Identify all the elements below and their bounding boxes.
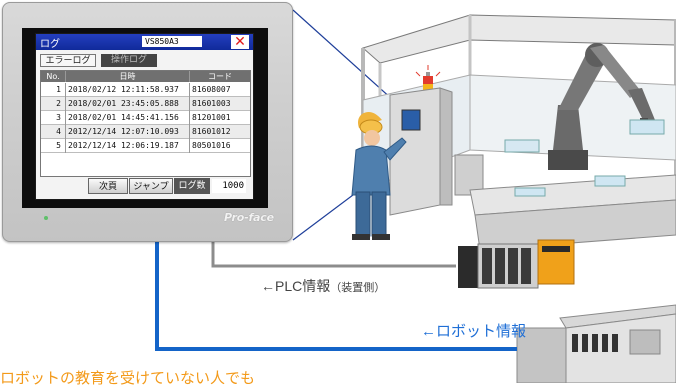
- table-row[interactable]: 4 2012/12/14 12:07:10.093 81601012: [41, 125, 250, 139]
- row-datetime: 2018/02/12 12:11:58.937: [65, 83, 189, 97]
- robot-connection-line: [155, 242, 517, 351]
- row-datetime: 2012/12/14 12:07:10.093: [65, 125, 189, 139]
- log-window: ログ VS850A3 ✕ エラーログ 操作ログ No. 日時 コード 1 201…: [35, 33, 254, 200]
- row-no: 4: [56, 127, 61, 136]
- plc-info-label: ←PLC情報（装置側）: [261, 276, 385, 296]
- row-code: 80501016: [189, 139, 250, 153]
- jump-button[interactable]: ジャンプ: [129, 178, 173, 194]
- log-count-label: ログ数: [174, 178, 210, 194]
- model-name: VS850A3: [142, 36, 202, 47]
- window-title: ログ: [40, 39, 60, 50]
- log-count-value: 1000: [212, 179, 246, 193]
- column-header-datetime: 日時: [65, 71, 189, 82]
- column-header-code: コード: [189, 71, 250, 82]
- next-page-button[interactable]: 次頁: [88, 178, 128, 194]
- row-code: 81601003: [189, 97, 250, 111]
- log-window-titlebar: ログ VS850A3 ✕: [36, 34, 253, 50]
- control-cabinet: [389, 87, 484, 216]
- row-no: 2: [56, 99, 61, 108]
- worker: [351, 112, 407, 240]
- tab-error-log[interactable]: エラーログ: [40, 54, 96, 67]
- row-no: 5: [56, 141, 61, 150]
- brand-logo: Pro-face: [224, 211, 274, 224]
- row-code: 81601012: [189, 125, 250, 139]
- power-led: [44, 216, 48, 220]
- tab-operation-log[interactable]: 操作ログ: [101, 54, 157, 67]
- row-no: 1: [56, 85, 61, 94]
- robot-info-label: ←ロボット情報: [421, 323, 527, 340]
- row-no: 3: [56, 113, 61, 122]
- conveyor: [469, 119, 676, 251]
- plc-side-text: （装置側）: [330, 282, 386, 294]
- plc-unit: [458, 239, 575, 289]
- robot-controller: [516, 304, 676, 383]
- row-code: 81201001: [189, 111, 250, 125]
- column-header-no: No.: [41, 71, 65, 82]
- table-row[interactable]: 2 2018/02/01 23:45:05.888 81601003: [41, 97, 250, 111]
- row-code: 81608007: [189, 83, 250, 97]
- bottom-caption: ロボットの教育を受けていない人でも: [0, 370, 256, 387]
- row-datetime: 2012/12/14 12:06:19.187: [65, 139, 189, 153]
- close-button[interactable]: ✕: [231, 35, 249, 49]
- log-table: No. 日時 コード 1 2018/02/12 12:11:58.937 816…: [40, 70, 251, 177]
- row-datetime: 2018/02/01 23:45:05.888: [65, 97, 189, 111]
- robot-arm: [548, 43, 655, 170]
- table-row[interactable]: 3 2018/02/01 14:45:41.156 81201001: [41, 111, 250, 125]
- table-row[interactable]: 1 2018/02/12 12:11:58.937 81608007: [41, 83, 250, 97]
- plc-info-text: ←PLC情報: [261, 278, 331, 294]
- table-row[interactable]: 5 2012/12/14 12:06:19.187 80501016: [41, 139, 250, 153]
- row-datetime: 2018/02/01 14:45:41.156: [65, 111, 189, 125]
- plc-connection-line: [211, 242, 456, 268]
